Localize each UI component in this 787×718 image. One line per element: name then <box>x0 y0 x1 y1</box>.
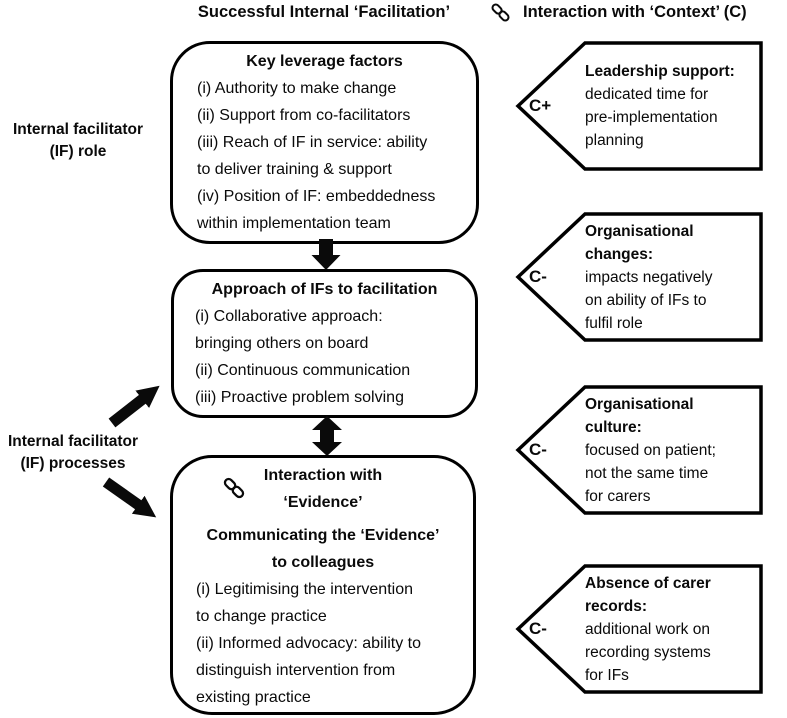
context-label: C+ <box>529 96 552 115</box>
right-column-title: Interaction with ‘Context’ (C) <box>523 3 747 21</box>
tag-line: pre-implementation <box>585 109 718 126</box>
context-tag-absence-of-carer-records: C- Absence of carer records: additional … <box>515 563 764 695</box>
box-interaction-with-evidence: Interaction with ‘Evidence’ Communicatin… <box>170 455 476 715</box>
right-column-header: Interaction with ‘Context’ (C) <box>489 1 787 24</box>
tag-line: on ability of IFs to <box>585 291 707 309</box>
tag-line: for IFs <box>585 666 629 684</box>
tag-line: fulfil role <box>585 314 643 332</box>
box-approach-of-ifs: Approach of IFs to facilitation (i) Coll… <box>171 269 478 418</box>
box-subheading: to colleagues <box>271 554 375 571</box>
tag-heading: Absence of carer <box>585 574 711 592</box>
context-label: C- <box>529 267 547 286</box>
box-heading: Approach of IFs to facilitation <box>211 281 438 298</box>
tag-heading: records: <box>585 597 648 615</box>
context-label: C- <box>529 440 547 459</box>
context-tag-text: Leadership support: dedicated time for p… <box>585 40 757 172</box>
body-line: (ii) Informed advocacy: ability to <box>196 635 421 652</box>
body-line: bringing others on board <box>195 335 369 352</box>
body-line: within implementation team <box>197 215 391 232</box>
box-heading: Interaction with <box>263 467 383 484</box>
body-line: (iv) Position of IF: embeddedness <box>197 188 436 205</box>
tag-heading: changes: <box>585 245 654 263</box>
tag-line: planning <box>585 132 644 149</box>
body-line: distinguish intervention from <box>196 662 396 679</box>
label-if-processes: Internal facilitator (IF) processes <box>0 431 146 475</box>
body-line: (ii) Support from co-facilitators <box>197 107 411 124</box>
tag-heading: culture: <box>585 418 642 436</box>
context-tag-leadership-support: C+ Leadership support: dedicated time fo… <box>515 40 764 172</box>
link-icon <box>221 475 247 510</box>
context-tag-organisational-changes: C- Organisational changes: impacts negat… <box>515 211 764 343</box>
context-tag-text: Absence of carer records: additional wor… <box>585 563 757 695</box>
box-heading: ‘Evidence’ <box>283 494 363 511</box>
box-body: (i) Legitimising the intervention to cha… <box>173 576 473 711</box>
context-tag-text: Organisational changes: impacts negative… <box>585 211 757 343</box>
label-line: Internal facilitator <box>7 433 139 450</box>
tag-line: for carers <box>585 487 651 505</box>
body-line: existing practice <box>196 689 311 706</box>
box-key-leverage-factors: Key leverage factors (i) Authority to ma… <box>170 41 479 244</box>
body-line: to deliver training & support <box>197 161 392 178</box>
label-if-role: Internal facilitator (IF) role <box>0 119 156 163</box>
processes-arrow-up <box>104 380 168 430</box>
body-line: (iii) Reach of IF in service: ability <box>197 134 428 151</box>
label-line: (IF) role <box>49 143 107 160</box>
label-line: (IF) processes <box>20 455 126 472</box>
tag-line: impacts negatively <box>585 268 713 286</box>
label-line: Internal facilitator <box>12 121 144 138</box>
tag-line: dedicated time for <box>585 86 709 103</box>
box-body: (i) Authority to make change (ii) Suppor… <box>173 75 476 237</box>
body-line: (iii) Proactive problem solving <box>195 389 404 406</box>
body-line: (ii) Continuous communication <box>195 362 411 379</box>
tag-line: not the same time <box>585 464 709 482</box>
tag-heading: Leadership support: <box>585 63 735 80</box>
tag-heading: Organisational <box>585 395 694 413</box>
tag-heading: Organisational <box>585 222 694 240</box>
tag-line: additional work on <box>585 620 710 638</box>
double-arrow <box>312 416 342 456</box>
box-subheading: Communicating the ‘Evidence’ <box>206 527 440 544</box>
tag-line: focused on patient; <box>585 441 716 459</box>
left-column-title: Successful Internal ‘Facilitation’ <box>197 3 451 21</box>
box-body: (i) Collaborative approach: bringing oth… <box>174 303 475 411</box>
body-line: (i) Authority to make change <box>197 80 397 97</box>
context-tag-text: Organisational culture: focused on patie… <box>585 384 757 516</box>
body-line: (i) Legitimising the intervention <box>196 581 413 598</box>
body-line: (i) Collaborative approach: <box>195 308 383 325</box>
box-heading: Key leverage factors <box>246 53 403 70</box>
processes-arrow-down <box>100 476 164 524</box>
context-label: C- <box>529 619 547 638</box>
body-line: to change practice <box>196 608 327 625</box>
link-icon <box>489 1 512 24</box>
down-arrow <box>311 239 341 270</box>
tag-line: recording systems <box>585 643 711 661</box>
context-tag-organisational-culture: C- Organisational culture: focused on pa… <box>515 384 764 516</box>
